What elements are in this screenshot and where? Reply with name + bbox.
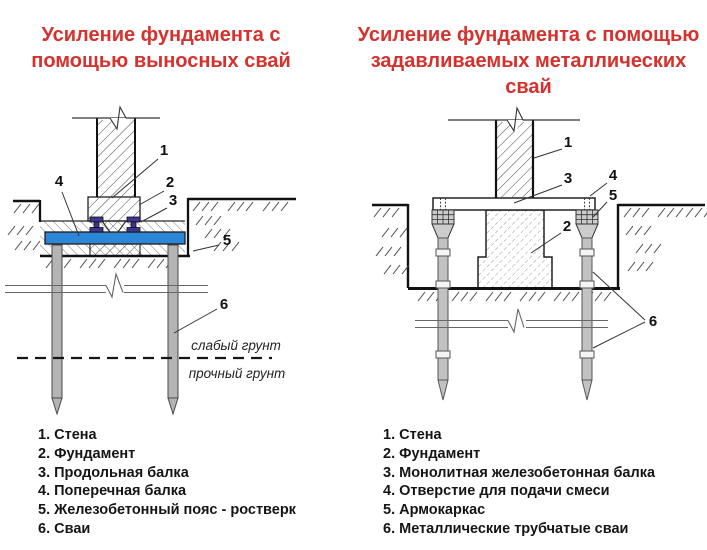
foundation: [87, 196, 141, 233]
callout-3: 3: [169, 192, 177, 209]
title-line: Усиление фундамента с: [41, 24, 281, 46]
callout-1: 1: [564, 134, 572, 151]
callout-2: 2: [563, 218, 571, 235]
transverse-beam: [44, 231, 186, 245]
callout-5: 5: [609, 187, 617, 204]
soil-strong-label: прочный грунт: [189, 366, 286, 381]
foundation: [477, 209, 553, 289]
right-title: Усиление фундамента с помощью задавливае…: [352, 22, 705, 100]
callout-4: 4: [55, 173, 64, 190]
callout-5: 5: [223, 232, 231, 249]
pile-joints: [435, 248, 595, 359]
callout-1: 1: [160, 142, 168, 159]
soil-weak-label: слабый грунт: [191, 338, 281, 353]
title-line: задавливаемых металлических свай: [370, 50, 687, 98]
ground: [7, 197, 296, 269]
break-line: [5, 271, 208, 299]
piles: [51, 244, 179, 416]
callouts: [513, 148, 646, 349]
rebar-grid-lines: [432, 210, 598, 224]
wall: [72, 105, 160, 197]
left-legend: 1. Стена 2. Фундамент 3. Продольная балк…: [38, 426, 296, 539]
legend-item: 5. Железобетонный пояс - ростверк: [38, 502, 296, 519]
left-diagram-svg: слабый грунт прочный грунт 1 2 3 4 5 6: [5, 105, 296, 416]
wall: [448, 106, 580, 198]
break-mark: [506, 106, 524, 133]
mixture-holes: [440, 198, 590, 210]
callouts: [61, 158, 220, 334]
legend-item: 4. Поперечная балка: [38, 483, 187, 500]
legend-item: 3. Монолитная железобетонная балка: [383, 464, 656, 481]
legend-item: 4. Отверстие для подачи смеси: [383, 483, 610, 500]
left-title: Усиление фундамента с помощью выносных с…: [2, 22, 320, 74]
break-mark: [109, 105, 127, 131]
piles: [437, 237, 593, 401]
legend-item: 2. Фундамент: [383, 445, 481, 462]
legend-item: 6. Сваи: [38, 520, 91, 537]
legend-item: 6. Металлические трубчатые сваи: [383, 520, 629, 537]
right-diagram-svg: 1 3 4 5 2 6: [372, 106, 707, 401]
callout-3: 3: [564, 170, 572, 187]
title-line: Усиление фундамента с помощью: [357, 24, 700, 46]
callout-6: 6: [220, 296, 228, 313]
legend-item: 2. Фундамент: [38, 445, 136, 462]
legend-item: 1. Стена: [383, 427, 442, 443]
foundation-stem: [89, 243, 141, 257]
title-line: помощью выносных свай: [31, 50, 291, 72]
monolithic-beam: [432, 197, 596, 211]
callout-2: 2: [166, 174, 174, 191]
legend-item: 1. Стена: [38, 427, 97, 443]
break-line: [415, 308, 608, 334]
callout-6: 6: [649, 313, 657, 330]
longitudinal-beams: [89, 216, 141, 233]
legend-item: 5. Армокаркас: [383, 502, 486, 519]
right-legend: 1. Стена 2. Фундамент 3. Монолитная желе…: [383, 426, 655, 539]
callout-4: 4: [609, 167, 618, 184]
legend-item: 3. Продольная балка: [38, 464, 189, 481]
